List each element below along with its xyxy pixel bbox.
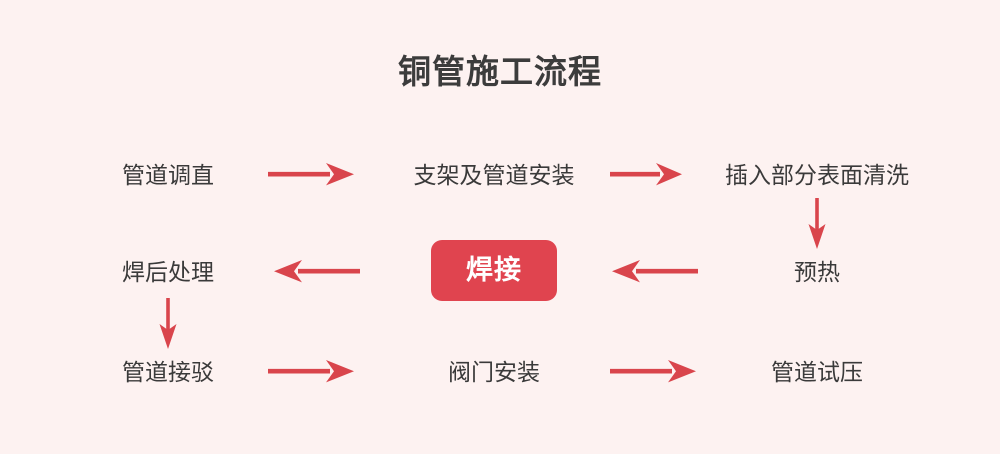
arrow-down-icon-right — [806, 198, 828, 250]
arrow-right-icon-r1-b — [610, 162, 684, 188]
flow-node-bracket-pipe-installation[interactable]: 支架及管道安装 — [413, 162, 575, 188]
arrow-right-icon-r3-a — [268, 359, 356, 385]
flow-node-pipe-pressure-test[interactable]: 管道试压 — [771, 359, 863, 385]
flow-node-welding-label: 焊接 — [466, 255, 522, 285]
arrow-right-icon-r1-a — [268, 162, 356, 188]
flow-node-insert-surface-cleaning[interactable]: 插入部分表面清洗 — [725, 162, 909, 188]
arrow-down-icon-left — [157, 298, 179, 350]
arrow-left-icon-r2-a — [610, 259, 698, 285]
flow-node-pipe-connection[interactable]: 管道接驳 — [122, 359, 214, 385]
arrow-left-icon-r2-b — [272, 259, 360, 285]
page-title: 铜管施工流程 — [398, 53, 602, 90]
flow-node-post-weld-treatment[interactable]: 焊后处理 — [122, 259, 214, 285]
flow-node-welding-highlight[interactable]: 焊接 — [431, 240, 557, 301]
flow-node-preheating[interactable]: 预热 — [794, 259, 840, 285]
flow-node-valve-installation[interactable]: 阀门安装 — [448, 359, 540, 385]
flow-node-pipe-straightening[interactable]: 管道调直 — [122, 162, 214, 188]
arrow-right-icon-r3-b — [610, 359, 698, 385]
